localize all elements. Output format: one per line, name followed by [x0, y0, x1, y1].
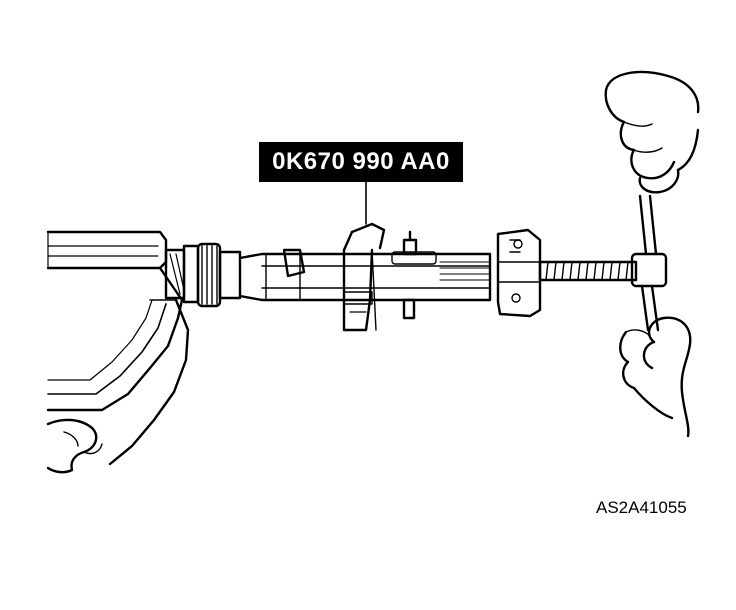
- figure-code: AS2A41055: [596, 498, 687, 517]
- tool-number-label: 0K670 990 AA0: [259, 142, 463, 182]
- puller-frame: [238, 248, 492, 302]
- puller-bracket: [496, 228, 542, 318]
- transmission-case: [46, 230, 190, 466]
- right-hand-lower: [619, 316, 692, 438]
- forcing-screw: [538, 260, 638, 282]
- mounting-bolts: [391, 230, 437, 320]
- t-handle-wrench: [630, 194, 668, 332]
- right-hand-upper: [604, 70, 700, 194]
- center-tool-block: [342, 181, 386, 332]
- gear: [164, 242, 242, 308]
- left-hand: [46, 418, 103, 474]
